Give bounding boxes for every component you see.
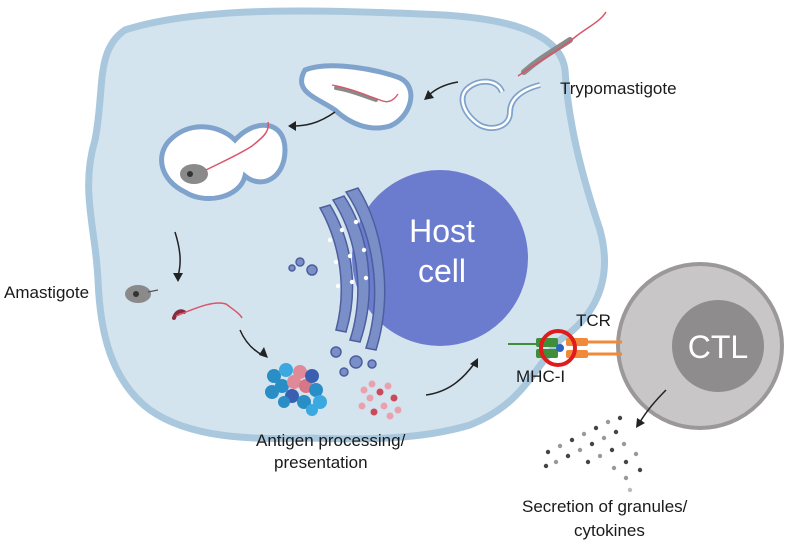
ctl-label: CTL [688,329,748,365]
antigen-label-line1: Antigen processing/ [256,431,406,450]
golgi-vesicles [327,219,369,289]
secretion-label-line1: Secretion of granules/ [522,497,688,516]
parasitophorous-vacuole-1 [299,63,414,131]
host-nucleus-label-line1: Host [409,213,475,249]
arrow-heads [173,90,478,368]
released-trypomastigote [172,302,243,320]
golgi-apparatus [288,187,386,377]
host-nucleus-label-line2: cell [418,253,466,289]
ctl-nucleus [672,300,764,392]
transforming-parasite [180,121,270,184]
secretion-arrow [639,389,667,423]
internalized-trypomastigote [331,84,399,103]
trypomastigote-parasite [517,11,607,77]
host-nucleus [352,170,528,346]
antigen-label-line2: presentation [274,453,368,472]
mhc-tcr-synapse [508,329,622,367]
synapse-highlight-ring [539,329,577,367]
amastigote-label: Amastigote [4,283,89,302]
secretion-arrow-head [636,418,645,428]
tcr-label: TCR [576,311,611,330]
peptide-fragments [358,380,402,420]
trypomastigote-label: Trypomastigote [560,79,677,98]
proteasome [265,363,327,416]
amastigote-parasite [125,285,159,303]
secretion-label-line2: cytokines [574,521,645,540]
secreted-granules [543,415,643,493]
mhc-label: MHC-I [516,367,565,386]
